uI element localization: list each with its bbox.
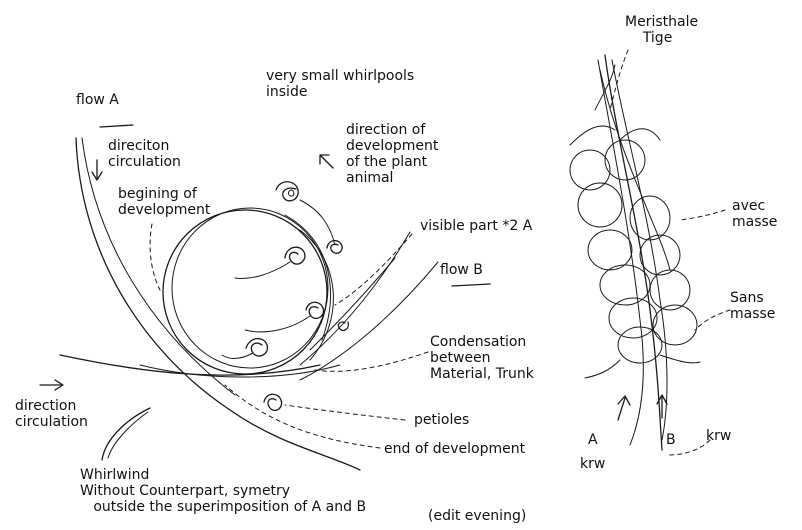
plant-stem-1	[605, 55, 662, 450]
krw-left-label: krw	[580, 456, 605, 472]
whirl-tail-4	[300, 200, 335, 245]
plant-stem-3	[612, 60, 667, 440]
plant-wisp-4	[585, 360, 620, 378]
whirlpool-6	[264, 394, 282, 410]
flow-b-curve-3	[310, 258, 395, 350]
direction-of-development-label: direction of development of the plant an…	[346, 122, 438, 186]
begining-of-development-label: begining of development	[118, 186, 210, 218]
plant-loop-2	[605, 140, 645, 180]
leader-begining	[150, 224, 160, 290]
whirlpool-1	[285, 247, 305, 264]
direction-circulation-left-label: direction circulation	[15, 398, 88, 430]
whirlpool-3	[306, 302, 324, 318]
leader-end-of-dev	[225, 385, 380, 448]
whirl-tail-2	[245, 316, 310, 332]
very-small-whirlpools-label: very small whirlpools inside	[266, 68, 414, 100]
whirl-tail-3	[222, 353, 253, 359]
flow-a-label: flow A	[76, 92, 119, 108]
visible-part-label: visible part *2 A	[420, 218, 532, 234]
plant-stem-2	[598, 60, 643, 445]
flow-b-label: flow B	[440, 262, 483, 278]
krw-right-label: krw	[706, 428, 731, 444]
plant-wisp-1	[570, 126, 615, 145]
dev-arrow-shaft	[321, 156, 333, 168]
whirlpool-top-inner	[288, 190, 293, 196]
plant-loop-1	[570, 150, 610, 190]
whirlwind-label: Whirlwind Without Counterpart, symetry o…	[80, 467, 366, 515]
inner-arc	[300, 230, 333, 360]
plant-loop-10	[653, 305, 697, 345]
leader-visible-part	[335, 234, 412, 305]
plant-loop-4	[630, 196, 670, 240]
flow-b-underline	[452, 284, 490, 286]
direction-circulation-top-label: direciton circulation	[108, 138, 181, 170]
edit-evening-label: (edit evening)	[428, 508, 526, 524]
meristhale-label: Meristhale Tige	[625, 14, 698, 46]
plant-loop-3	[578, 183, 622, 227]
main-whirl-circle	[163, 210, 327, 374]
sans-masse-label: Sans masse	[730, 290, 775, 322]
plant-b-label: B	[666, 432, 676, 448]
flow-a-curve-inner	[82, 138, 235, 395]
whirlpool-5	[246, 339, 267, 356]
whirlpool-top	[276, 182, 298, 201]
plant-loop-5	[588, 230, 632, 270]
plant-a-label: A	[588, 432, 598, 448]
main-whirl-circle-2	[172, 208, 328, 368]
whirl-tail-1	[235, 262, 290, 278]
leader-petioles	[285, 405, 405, 420]
petioles-label: petioles	[414, 412, 469, 428]
leader-sans	[695, 310, 730, 330]
condensation-label: Condensation between Material, Trunk	[430, 334, 534, 382]
plant-arrow-a-shaft	[618, 398, 625, 420]
end-of-development-label: end of development	[384, 441, 525, 457]
plant-loop-11	[618, 327, 662, 363]
avec-masse-label: avec masse	[732, 198, 777, 230]
plant-wisp-2	[620, 129, 660, 140]
flow-a-underline	[100, 125, 133, 127]
plant-loop-8	[650, 270, 690, 310]
leader-avec	[680, 210, 725, 220]
